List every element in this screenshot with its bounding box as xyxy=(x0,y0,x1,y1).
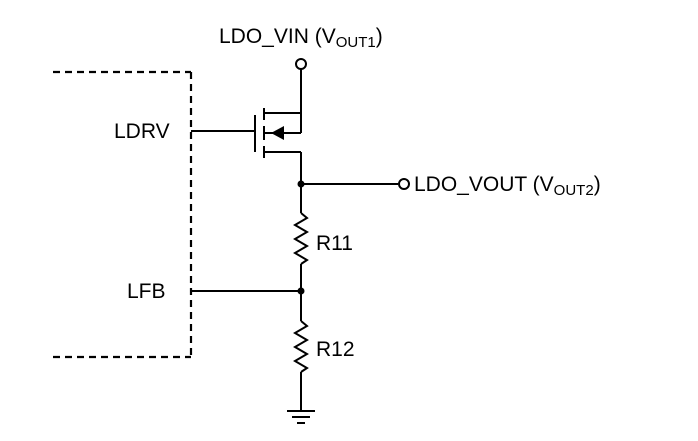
ldo-vout-label: LDO_VOUT (VOUT2) xyxy=(414,173,601,199)
r11-label: R11 xyxy=(316,232,353,255)
ldrv-label: LDRV xyxy=(114,120,170,143)
resistor-r11-icon xyxy=(293,212,309,265)
ldo-vout-terminal-icon xyxy=(398,178,410,190)
pmos-transistor-icon xyxy=(254,108,302,158)
resistor-r12-icon xyxy=(293,320,309,373)
lfb-label: LFB xyxy=(127,280,166,303)
controller-block-outline xyxy=(53,70,193,359)
r12-label: R12 xyxy=(316,338,355,361)
ldo-vin-label: LDO_VIN (VOUT1) xyxy=(219,25,383,51)
ldo-vin-terminal-icon xyxy=(272,58,307,114)
ground-icon xyxy=(287,410,315,424)
